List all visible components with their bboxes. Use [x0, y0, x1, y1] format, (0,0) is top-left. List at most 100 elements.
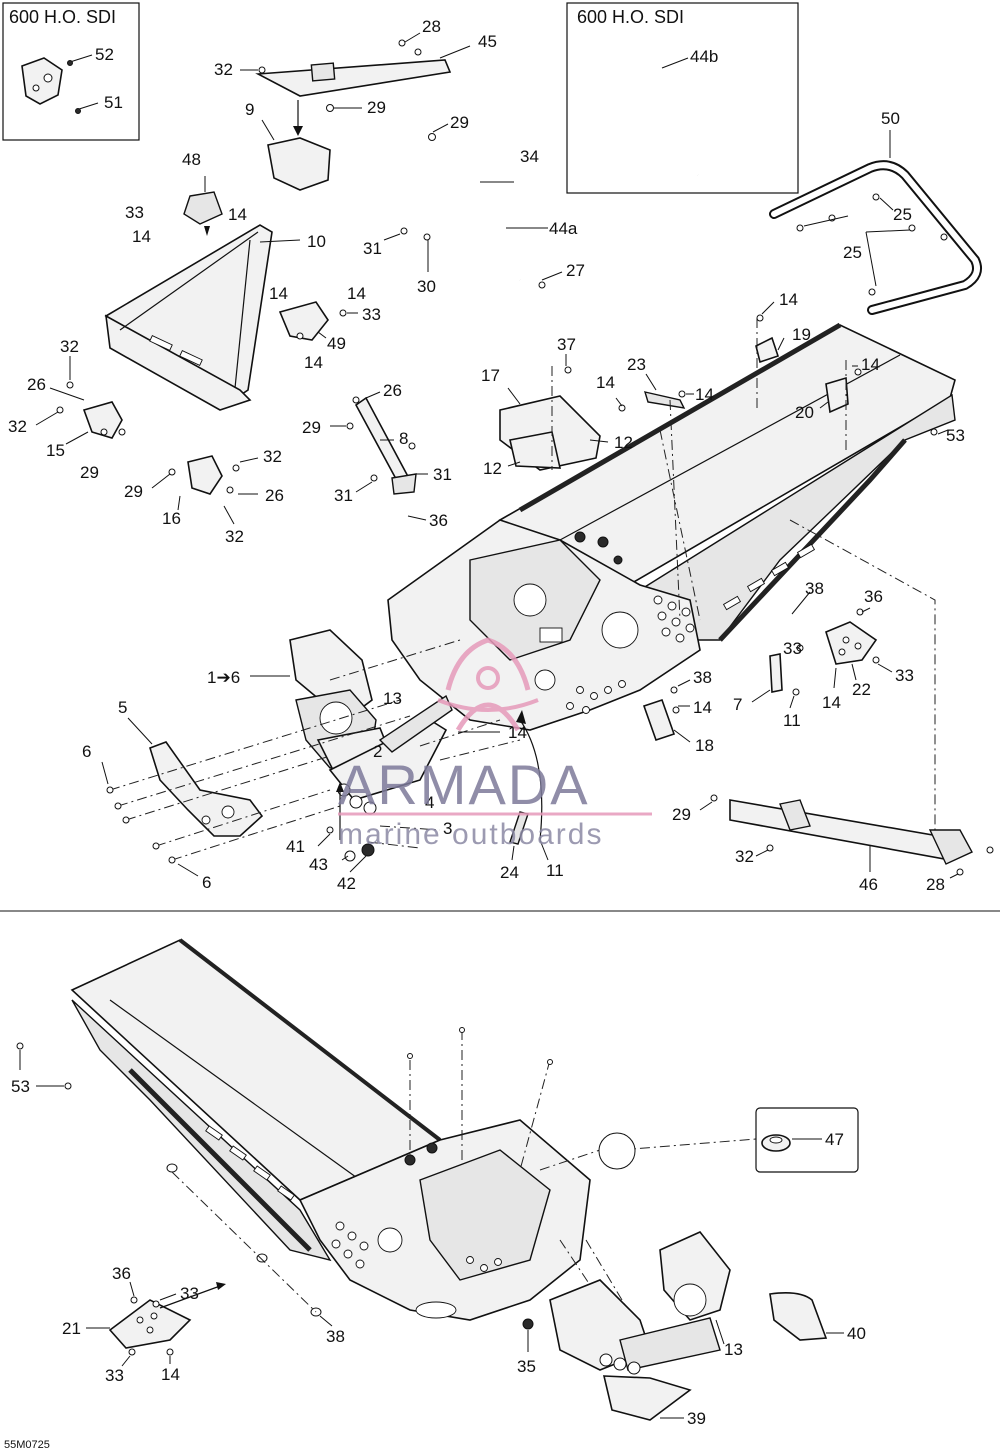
callout-8: 8	[399, 429, 408, 448]
callout-14: 14	[347, 284, 366, 303]
callout-25: 25	[843, 243, 862, 262]
callout-20: 20	[795, 403, 814, 422]
callout-11: 11	[783, 711, 801, 730]
callout-44b: 44b	[690, 47, 718, 66]
perforated-plate	[566, 595, 695, 714]
callout-14: 14	[693, 698, 712, 717]
strut-8	[330, 391, 428, 521]
callout-38: 38	[326, 1327, 345, 1346]
callout-4: 4	[425, 793, 434, 812]
callout-52: 52	[95, 45, 114, 64]
bracket-19	[755, 336, 780, 364]
callout-35: 35	[517, 1357, 536, 1376]
callout-36: 36	[429, 511, 448, 530]
callout-7: 7	[733, 695, 742, 714]
handle-44a	[383, 123, 563, 289]
bracket-part-52	[21, 57, 63, 105]
small-hardware-front	[101, 710, 549, 877]
watermark-logo	[437, 637, 539, 732]
callout-9: 9	[245, 100, 254, 119]
side-plate-5	[127, 717, 264, 837]
lower-bar-46	[699, 591, 994, 879]
callout-31: 31	[334, 486, 353, 505]
callout-15: 15	[46, 441, 65, 460]
callout-14: 14	[228, 205, 247, 224]
callout-14: 14	[304, 353, 323, 372]
footrest-22	[796, 607, 893, 689]
callout-14: 14	[132, 227, 151, 246]
callout-32: 32	[8, 417, 27, 436]
callout-12: 12	[614, 433, 633, 452]
callout-11: 11	[546, 861, 564, 880]
callout-33: 33	[125, 203, 144, 222]
tunnel-frame-upper	[387, 301, 956, 840]
callout-26: 26	[383, 381, 402, 400]
callout-37: 37	[557, 335, 576, 354]
callout-30: 30	[417, 277, 436, 296]
callout-47: 47	[825, 1130, 844, 1149]
callout-34: 34	[520, 147, 539, 166]
callout-10: 10	[307, 232, 326, 251]
callout-13: 13	[383, 689, 402, 708]
inset-left-title: 600 H.O. SDI	[9, 7, 116, 27]
callout-24: 24	[500, 863, 519, 882]
bracket-15	[35, 356, 126, 445]
a-arm-13	[328, 694, 453, 815]
dash-lines-front	[109, 639, 521, 861]
callout-29: 29	[367, 98, 386, 117]
grab-bar-50	[769, 130, 982, 315]
callout-41: 41	[286, 837, 305, 856]
callout-14: 14	[508, 723, 527, 742]
callout-32: 32	[225, 527, 244, 546]
callout-26: 26	[27, 375, 46, 394]
callout-1-6: 1➔6	[207, 668, 240, 687]
callout-14: 14	[779, 290, 798, 309]
callout-32: 32	[735, 847, 754, 866]
callout-29: 29	[450, 113, 469, 132]
callout-14: 14	[161, 1365, 180, 1384]
callout-53: 53	[946, 426, 965, 445]
callout-3: 3	[443, 819, 452, 838]
callout-5: 5	[118, 698, 127, 717]
callout-32: 32	[214, 60, 233, 79]
callout-32: 32	[60, 337, 79, 356]
footrest-21	[86, 1281, 226, 1367]
callout-21: 21	[62, 1319, 81, 1338]
callout-28: 28	[422, 17, 441, 36]
callout-53: 53	[11, 1077, 30, 1096]
callout-25: 25	[893, 205, 912, 224]
rail-23	[643, 391, 686, 409]
callout-50: 50	[881, 109, 900, 128]
watermark: ARMADA marine outboards	[338, 637, 652, 851]
inset-right-title: 600 H.O. SDI	[577, 7, 684, 27]
callout-36: 36	[864, 587, 883, 606]
callout-6: 6	[82, 742, 91, 761]
callout-51: 51	[104, 93, 123, 112]
upper-brace-45	[240, 32, 471, 112]
callout-33: 33	[895, 666, 914, 685]
callout-13: 13	[724, 1340, 743, 1359]
callout-38: 38	[693, 668, 712, 687]
callout-23: 23	[627, 355, 646, 374]
callout-36: 36	[112, 1264, 131, 1283]
callout-43: 43	[309, 855, 328, 874]
callout-29: 29	[80, 463, 99, 482]
perforated-plate-lower	[331, 1221, 502, 1272]
callout-46: 46	[859, 875, 878, 894]
callout-33: 33	[105, 1366, 124, 1385]
callout-14: 14	[822, 693, 841, 712]
bracket-20	[825, 376, 849, 414]
upper-support-10	[104, 176, 301, 411]
callout-42: 42	[337, 874, 356, 893]
callout-44a: 44a	[549, 219, 578, 238]
callout-18: 18	[695, 736, 714, 755]
watermark-brand: ARMADA	[338, 753, 590, 816]
callout-48: 48	[182, 150, 201, 169]
callout-29: 29	[124, 482, 143, 501]
callout-40: 40	[847, 1324, 866, 1343]
bracket-49	[278, 301, 358, 341]
cover-40	[769, 1292, 828, 1341]
callout-45: 45	[478, 32, 497, 51]
front-parts-lower	[522, 1231, 844, 1421]
bracket-9	[261, 100, 331, 191]
